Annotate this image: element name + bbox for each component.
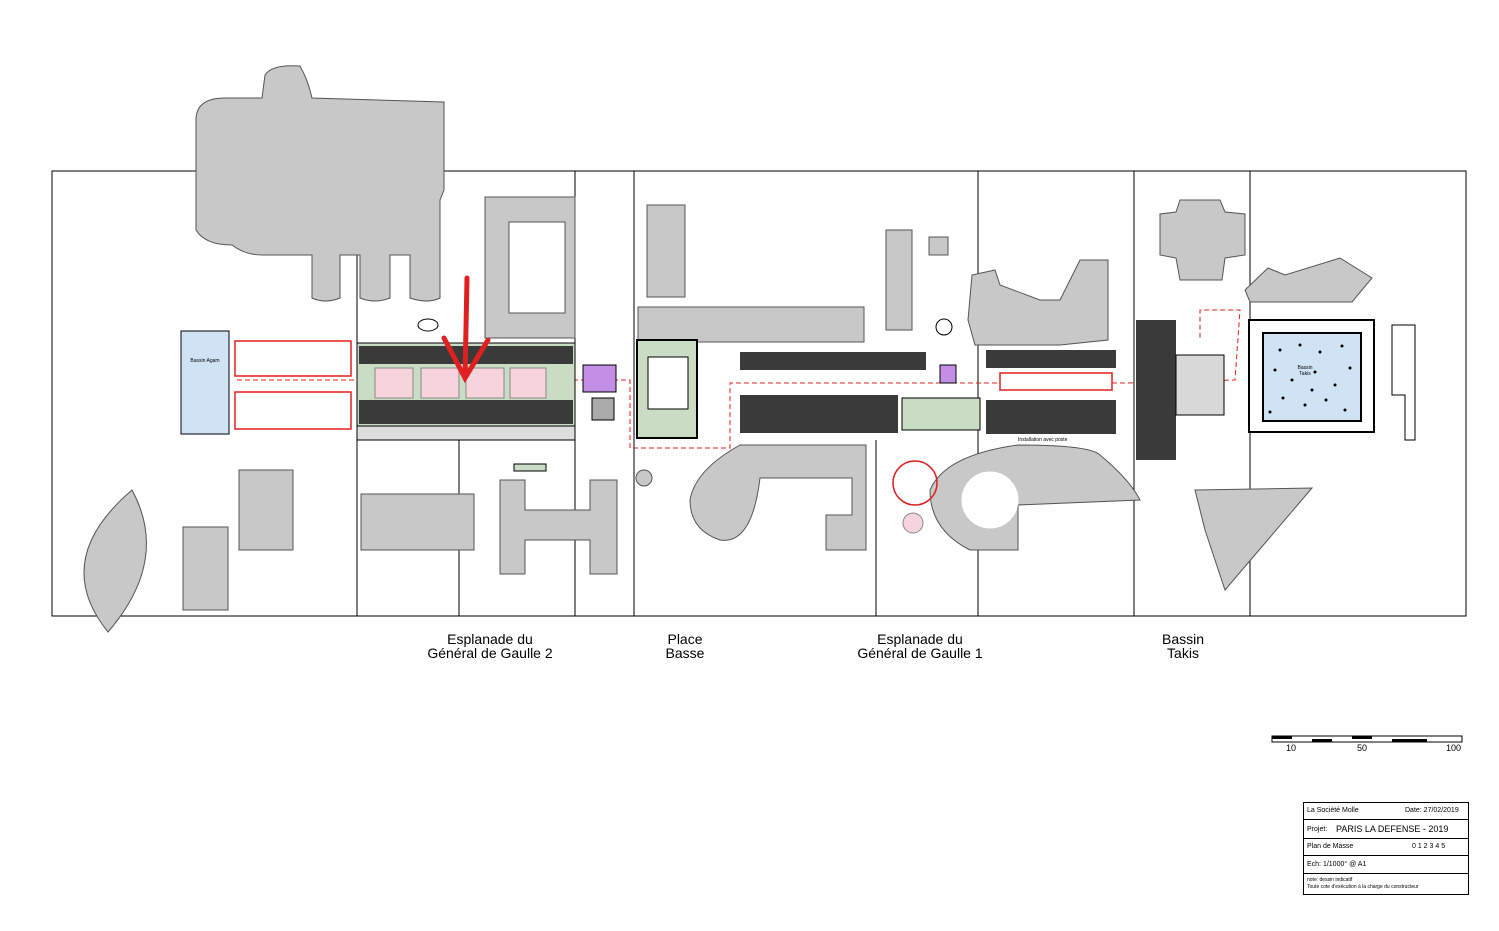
zone-label-line: Bassin bbox=[1161, 631, 1205, 647]
building-c-left bbox=[689, 444, 867, 551]
pink-circle bbox=[902, 512, 924, 534]
scale-bar bbox=[1271, 735, 1463, 743]
zone-label-place-basse: Place Basse bbox=[635, 632, 735, 660]
takis-dots bbox=[1268, 343, 1352, 414]
building-cnit bbox=[195, 65, 445, 302]
plan-type: Plan de Masse bbox=[1307, 843, 1354, 850]
scale-text: Ech: 1/1000° @ A1 bbox=[1307, 861, 1367, 868]
green-bar bbox=[513, 463, 547, 472]
note-line-1: note: dessin indicatif bbox=[1307, 877, 1353, 883]
building-lower-1 bbox=[182, 526, 229, 611]
red-arrow bbox=[441, 275, 491, 384]
scale-tick-50: 50 bbox=[1357, 743, 1368, 753]
building-lower-3 bbox=[360, 493, 475, 551]
scale-tick-10: 10 bbox=[1286, 743, 1297, 753]
zone-label-line: Esplanade du bbox=[447, 631, 533, 647]
building-ship bbox=[1244, 257, 1373, 303]
zone-label-line: Basse bbox=[665, 645, 705, 661]
building-tower-narrow bbox=[885, 229, 913, 331]
zone-label-line: Takis bbox=[1167, 645, 1199, 661]
place-basse-inner bbox=[647, 356, 689, 410]
central-strip bbox=[901, 397, 981, 431]
building-place-basse-tower bbox=[646, 204, 686, 298]
building-long-slab bbox=[637, 306, 865, 343]
zone-label-line: Place bbox=[667, 631, 703, 647]
zone-label-line: Général de Gaulle 1 bbox=[857, 645, 983, 661]
bassin-agam bbox=[180, 330, 230, 435]
project-label: Projet: bbox=[1307, 826, 1328, 833]
title-block-row: Projet: PARIS LA DEFENSE - 2019 bbox=[1304, 820, 1468, 839]
building-ring bbox=[484, 196, 576, 339]
grey-kiosk bbox=[591, 397, 615, 421]
right-notch-outline bbox=[1391, 324, 1416, 441]
tree-rows bbox=[359, 320, 1176, 460]
building-circle-small bbox=[635, 469, 653, 487]
circled-cross bbox=[935, 318, 953, 336]
takis-paving bbox=[1175, 354, 1225, 416]
building-u-shape bbox=[967, 259, 1109, 346]
title-block: La Société Molle Date: 27/02/2019 Projet… bbox=[1303, 802, 1469, 895]
bassin-agam-label: Bassin Agam bbox=[190, 358, 220, 364]
small-ellipse bbox=[417, 318, 439, 332]
esplanade-2-pink-cells bbox=[374, 367, 547, 399]
red-outlines bbox=[234, 340, 1113, 430]
title-block-row: La Société Molle Date: 27/02/2019 bbox=[1304, 803, 1468, 820]
title-block-row: Plan de Masse 0 1 2 3 4 5 bbox=[1304, 839, 1468, 856]
bassin-takis-label: Bassin Takis bbox=[1297, 365, 1313, 377]
purple-kiosk-1 bbox=[582, 364, 617, 393]
scale-digits: 0 1 2 3 4 5 bbox=[1412, 843, 1446, 850]
zone-label-bassin-takis: Bassin Takis bbox=[1133, 632, 1233, 660]
building-c-hole bbox=[961, 471, 1019, 529]
building-cross bbox=[1159, 199, 1246, 281]
red-route bbox=[237, 309, 1241, 449]
note-line-2: Toute cote d'exécution à la charge du co… bbox=[1307, 884, 1419, 890]
installation-label: Installation avec poste bbox=[1018, 437, 1068, 443]
esplanade-2-bottom-strip bbox=[356, 425, 576, 441]
zone-label-line: Esplanade du bbox=[877, 631, 963, 647]
scale-tick-100: 100 bbox=[1446, 743, 1462, 753]
building-lower-2 bbox=[238, 469, 294, 551]
red-circle bbox=[892, 460, 938, 506]
plan-date: Date: 27/02/2019 bbox=[1405, 807, 1459, 814]
buildings bbox=[83, 65, 1373, 633]
purple-kiosk-2 bbox=[939, 364, 957, 384]
project-name: PARIS LA DEFENSE - 2019 bbox=[1336, 824, 1449, 834]
zone-label-esplanade-1: Esplanade du Général de Gaulle 1 bbox=[830, 632, 1010, 660]
title-block-row: Ech: 1/1000° @ A1 bbox=[1304, 856, 1468, 874]
building-small-square bbox=[928, 236, 949, 256]
bassin-takis-water bbox=[1262, 332, 1362, 422]
zone-label-line: Général de Gaulle 2 bbox=[427, 645, 553, 661]
company-name: La Société Molle bbox=[1307, 807, 1359, 814]
building-triangle bbox=[1194, 487, 1314, 591]
building-leaf bbox=[83, 489, 147, 633]
building-h-shape bbox=[499, 479, 618, 575]
zone-label-esplanade-2: Esplanade du Général de Gaulle 2 bbox=[400, 632, 580, 660]
